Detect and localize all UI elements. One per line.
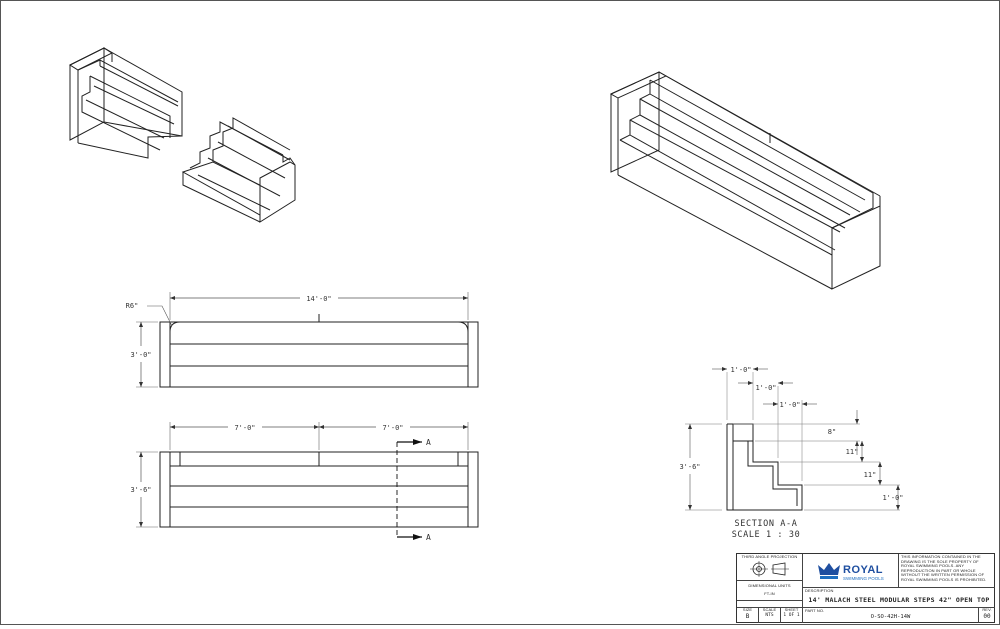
section-tread-3: 1'-0" bbox=[779, 401, 800, 409]
dim-plan-depth: 3'-0" bbox=[130, 351, 151, 359]
scale-value: NTS bbox=[765, 612, 774, 618]
brand-sub: SWIMMING POOLS bbox=[843, 576, 884, 581]
front-elevation bbox=[136, 422, 479, 540]
section-total-height: 3'-6" bbox=[679, 463, 700, 471]
rev-value: 00 bbox=[983, 612, 991, 620]
description-cell: DESCRIPTION 14' MALACH STEEL MODULAR STE… bbox=[803, 588, 995, 608]
section-riser-1: 8" bbox=[828, 428, 836, 436]
units-value: FT-IN bbox=[764, 590, 775, 596]
rev-label: REV. bbox=[982, 608, 992, 612]
section-mark-top: A bbox=[426, 438, 431, 447]
sheet-value: 1 OF 1 bbox=[783, 612, 800, 618]
units-cell: DIMENSIONAL UNITS FT-IN bbox=[737, 581, 803, 601]
section-scale: SCALE 1 : 30 bbox=[732, 530, 801, 540]
rev-cell: REV. 00 bbox=[979, 608, 995, 623]
brand-name: ROYAL bbox=[843, 564, 883, 576]
title-block: THIRD ANGLE PROJECTION DIMENSIONAL UNITS… bbox=[736, 553, 995, 623]
dim-overall-length: 14'-0" bbox=[306, 295, 331, 303]
dim-half-right: 7'-0" bbox=[382, 424, 403, 432]
iso-view-full-assembly bbox=[609, 71, 881, 290]
iso-view-right-module bbox=[181, 117, 296, 223]
section-riser-4: 1'-0" bbox=[882, 494, 903, 502]
plan-view bbox=[136, 292, 479, 388]
dim-radius: R6" bbox=[126, 302, 139, 310]
spacer-cell bbox=[737, 601, 803, 608]
iso-view-left-module bbox=[68, 47, 183, 159]
dim-half-left: 7'-0" bbox=[234, 424, 255, 432]
section-riser-2: 11" bbox=[846, 448, 859, 456]
section-riser-3: 11" bbox=[864, 471, 877, 479]
section-tread-1: 1'-0" bbox=[730, 366, 751, 374]
brand-cell: ROYAL SWIMMING POOLS bbox=[803, 554, 899, 588]
section-title: SECTION A-A bbox=[735, 519, 798, 529]
part-label: PART NO. bbox=[805, 608, 825, 613]
notice-cell: THIS INFORMATION CONTAINED IN THE DRAWIN… bbox=[899, 554, 995, 588]
royal-crown-logo-icon bbox=[818, 563, 840, 579]
section-a-a bbox=[685, 367, 900, 511]
sheet-label: SHEET bbox=[784, 608, 799, 612]
size-cell: SIZE B bbox=[737, 608, 759, 623]
notice-text: THIS INFORMATION CONTAINED IN THE DRAWIN… bbox=[901, 554, 987, 582]
description-label: DESCRIPTION bbox=[805, 588, 834, 593]
projection-label: THIRD ANGLE PROJECTION bbox=[741, 554, 798, 559]
scale-label: SCALE bbox=[762, 608, 777, 612]
units-label: DIMENSIONAL UNITS bbox=[748, 583, 791, 588]
size-value: B bbox=[745, 612, 750, 620]
description-value: 14' MALACH STEEL MODULAR STEPS 42" OPEN … bbox=[808, 596, 990, 604]
section-mark-bottom: A bbox=[426, 533, 431, 542]
third-angle-projection-icon bbox=[749, 560, 789, 577]
section-tread-2: 1'-0" bbox=[755, 384, 776, 392]
scale-cell: SCALE NTS bbox=[759, 608, 781, 623]
part-cell: PART NO. O-SO-42H-14W bbox=[803, 608, 979, 623]
projection-cell: THIRD ANGLE PROJECTION bbox=[737, 554, 803, 581]
dim-elevation-height: 3'-6" bbox=[130, 486, 151, 494]
part-value: O-SO-42H-14W bbox=[870, 614, 911, 620]
size-label: SIZE bbox=[742, 608, 753, 612]
sheet-cell: SHEET 1 OF 1 bbox=[781, 608, 803, 623]
